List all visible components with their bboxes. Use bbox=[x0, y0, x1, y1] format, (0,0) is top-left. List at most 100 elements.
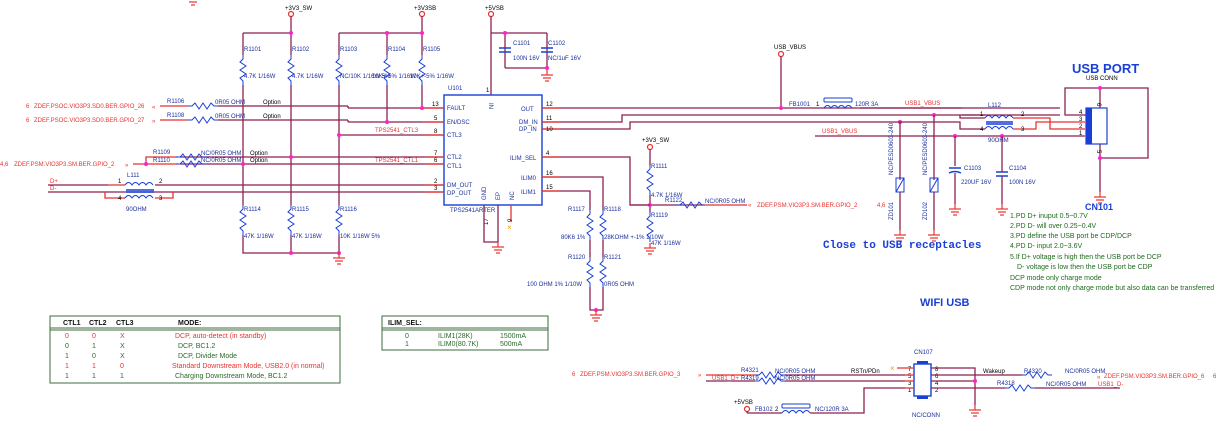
svg-text:×: × bbox=[890, 364, 895, 373]
net-ctl1-label: TPS2541_CTL1 bbox=[375, 158, 419, 164]
svg-text:CN107: CN107 bbox=[914, 350, 933, 356]
svg-text:3: 3 bbox=[908, 381, 912, 387]
svg-text:5: 5 bbox=[1095, 150, 1101, 154]
ilim-table: ILIM_SEL: 0 ILIM1(28K) 1500mA 1 ILIM0(80… bbox=[381, 315, 549, 351]
diode-ZD102: NC/PESD0603-240 ZD102 bbox=[923, 115, 941, 242]
mode-table-cell-ctl1: 0 bbox=[65, 333, 69, 340]
svg-text:90OHM: 90OHM bbox=[988, 138, 1009, 144]
ground-symbol bbox=[186, 0, 200, 6]
svg-text:10K+-5% 1/16W: 10K+-5% 1/16W bbox=[410, 74, 454, 80]
svg-text:15: 15 bbox=[546, 185, 553, 191]
rail-3v3-sw: +3V3_SW bbox=[243, 6, 313, 34]
svg-text:6: 6 bbox=[935, 374, 939, 380]
svg-text:R1108: R1108 bbox=[167, 113, 185, 119]
svg-text:C1103: C1103 bbox=[964, 166, 982, 172]
net-ctl3-label: TPS2541_CTL3 bbox=[375, 128, 419, 134]
net-wakeup: Wakeup bbox=[983, 369, 1005, 375]
svg-text:0R05 OHM: 0R05 OHM bbox=[215, 114, 245, 120]
svg-text:4,6: 4,6 bbox=[877, 203, 886, 209]
svg-text:ZD101: ZD101 bbox=[889, 201, 895, 220]
svg-text:USB1_D+: USB1_D+ bbox=[712, 376, 739, 382]
svg-text:8: 8 bbox=[434, 129, 438, 135]
svg-text:USB_VBUS: USB_VBUS bbox=[774, 45, 806, 51]
svg-text:RSTn/PDn: RSTn/PDn bbox=[851, 369, 880, 375]
svg-text:1: 1 bbox=[1079, 131, 1083, 137]
svg-text:2: 2 bbox=[935, 388, 939, 394]
svg-text:CTL3: CTL3 bbox=[447, 133, 462, 139]
svg-text:DM_OUT: DM_OUT bbox=[447, 183, 473, 189]
capacitor-C1103: C1103 220UF 16V bbox=[948, 136, 991, 216]
ferrite-FB1001: FB1001 1 120R 3A USB1_VBUS bbox=[789, 97, 940, 109]
mode-table-cell-ctl2: 0 bbox=[92, 353, 96, 360]
svg-text:0R05 OHM: 0R05 OHM bbox=[604, 282, 634, 288]
resistor-R1104: R1104 10K+-5% 1/16W bbox=[372, 33, 416, 86]
svg-text:TPS2541_CTL1: TPS2541_CTL1 bbox=[375, 158, 419, 164]
svg-text:NC/0R05 OHM: NC/0R05 OHM bbox=[775, 376, 815, 382]
resistor-R1119: R1119 47K 1/16W bbox=[646, 211, 681, 247]
svg-text:R4319: R4319 bbox=[741, 376, 759, 382]
svg-text:NC: NC bbox=[510, 191, 516, 200]
svg-text:11: 11 bbox=[546, 116, 553, 122]
svg-text:»: » bbox=[152, 119, 156, 125]
resistor-R1121: R1121 0R05 OHM bbox=[599, 240, 634, 288]
svg-text:17: 17 bbox=[484, 218, 490, 225]
mode-table-cell-ctl2: 0 bbox=[92, 333, 96, 340]
svg-text:6: 6 bbox=[1213, 374, 1217, 380]
svg-text:R4321: R4321 bbox=[741, 368, 759, 374]
svg-text:ZDEF.PSM.VIO3P3.SM.BER.GPIO_6: ZDEF.PSM.VIO3P3.SM.BER.GPIO_6 bbox=[1104, 374, 1205, 380]
resistor-R1115: R1115 47K 1/16W bbox=[287, 204, 322, 240]
svg-text:R1119: R1119 bbox=[651, 213, 668, 219]
svg-text:R1117: R1117 bbox=[568, 207, 585, 213]
svg-text:+3V3_SW: +3V3_SW bbox=[642, 138, 670, 144]
resistor-R1122: R1122 NC/0R05 OHM bbox=[665, 198, 747, 209]
svg-text:R1116: R1116 bbox=[340, 207, 357, 213]
net-gpio3: 6 ZDEF.PSM.VIO3P3.SM.BER.GPIO_3 » USB1_D… bbox=[572, 372, 755, 382]
svg-text:1: 1 bbox=[908, 388, 912, 394]
svg-text:500mA: 500mA bbox=[500, 341, 523, 348]
svg-text:USB1_VBUS: USB1_VBUS bbox=[822, 129, 857, 135]
svg-text:4: 4 bbox=[935, 381, 939, 387]
diode-ZD101: NC/PESD0603-240 ZD101 bbox=[889, 122, 907, 242]
svg-text:4.7K 1/16W: 4.7K 1/16W bbox=[244, 74, 276, 80]
svg-text:IN: IN bbox=[487, 103, 493, 109]
svg-text:MODE:: MODE: bbox=[178, 320, 201, 327]
mode-table-cell-ctl2: 1 bbox=[92, 343, 96, 350]
svg-text:+3V3_SW: +3V3_SW bbox=[285, 6, 313, 12]
svg-text:12: 12 bbox=[546, 102, 553, 108]
svg-text:Option: Option bbox=[263, 114, 281, 120]
svg-text:CTL3: CTL3 bbox=[116, 320, 134, 327]
svg-text:3: 3 bbox=[159, 196, 163, 202]
svg-text:R1109: R1109 bbox=[153, 150, 171, 156]
svg-text:NC/0R05 OHM: NC/0R05 OHM bbox=[1046, 382, 1086, 388]
svg-text:6: 6 bbox=[1095, 103, 1101, 107]
svg-text:6: 6 bbox=[26, 104, 30, 110]
svg-text:ZDEF.PSOC.VIO3P3.SD0.BER.GPIO_: ZDEF.PSOC.VIO3P3.SD0.BER.GPIO_27 bbox=[34, 118, 145, 124]
resistor-R4319: R4319 NC/0R05 OHM bbox=[741, 376, 815, 385]
mode-table-cell-mode: Standard Downstream Mode, USB2.0 (in nor… bbox=[172, 363, 325, 370]
svg-text:1: 1 bbox=[118, 179, 122, 185]
svg-text:0: 0 bbox=[405, 333, 409, 340]
capacitor-C1104: C1104 100N 16V bbox=[995, 160, 1036, 216]
svg-text:NC/0R05 OHM: NC/0R05 OHM bbox=[201, 151, 241, 157]
mode-table-cell-ctl3: X bbox=[120, 353, 125, 360]
svg-text:1: 1 bbox=[816, 102, 820, 108]
svg-text:3: 3 bbox=[1079, 117, 1083, 123]
svg-text:4.7K 1/16W: 4.7K 1/16W bbox=[292, 74, 324, 80]
svg-text:CTL2: CTL2 bbox=[447, 155, 462, 161]
svg-text:1.PD D+ inuput 0.5~0.7V: 1.PD D+ inuput 0.5~0.7V bbox=[1010, 213, 1088, 220]
mode-table-cell-ctl3: 1 bbox=[120, 373, 124, 380]
svg-text:1: 1 bbox=[486, 88, 490, 94]
svg-text:USB CONN: USB CONN bbox=[1086, 76, 1118, 82]
svg-text:WIFI USB: WIFI USB bbox=[920, 297, 970, 309]
svg-text:4: 4 bbox=[546, 151, 550, 157]
mode-table-cell-ctl3: 0 bbox=[120, 363, 124, 370]
svg-text:GND: GND bbox=[482, 186, 488, 200]
svg-text:D+: D+ bbox=[50, 179, 58, 185]
mode-table-cell-ctl2: 1 bbox=[92, 373, 96, 380]
mode-table-cell-mode: DCP, Divider Mode bbox=[178, 353, 237, 360]
svg-text:TPS2541ARTER: TPS2541ARTER bbox=[450, 208, 496, 214]
